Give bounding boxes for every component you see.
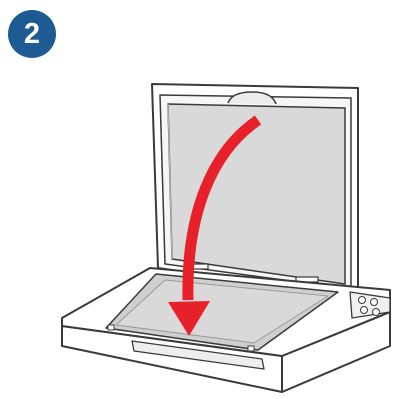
scanner-illustration: [0, 0, 395, 399]
